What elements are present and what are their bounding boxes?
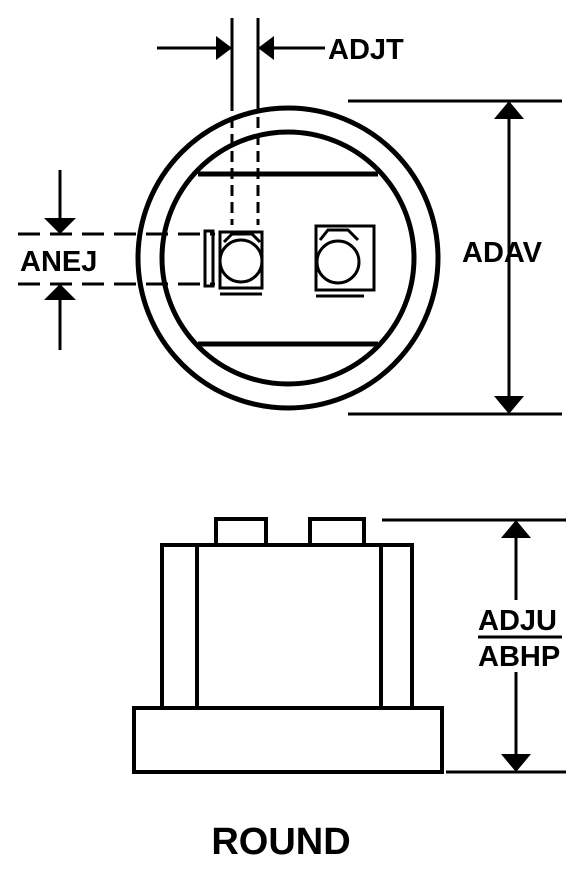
outer-rim	[135, 105, 441, 411]
anej-label: ANEJ	[20, 246, 97, 278]
adjt-label: ADJT	[328, 34, 404, 66]
adju-label: ADJU	[478, 605, 557, 637]
adju-arrow-bottom	[501, 754, 531, 772]
terminal-left	[203, 229, 264, 296]
adav-arrow-bottom	[494, 396, 524, 414]
terminal-stub-right	[308, 517, 366, 547]
adav-arrow-top	[494, 101, 524, 119]
anej-dimension: ANEJ	[18, 170, 215, 350]
can-body	[160, 543, 414, 710]
adjt-arrow-left	[216, 36, 232, 60]
shape-caption: ROUND	[211, 821, 350, 863]
adjt-arrow-right	[258, 36, 274, 60]
anej-arrow-top	[44, 218, 76, 234]
side-view: ADJU ABHP	[132, 517, 566, 774]
terminal-stub-left	[214, 517, 268, 547]
abhp-label: ABHP	[478, 641, 560, 673]
adav-label: ADAV	[462, 237, 543, 269]
top-view: ADJT ANEJ ADAV	[18, 18, 562, 416]
adju-abhp-dimension: ADJU ABHP	[382, 518, 566, 774]
mounting-base	[132, 706, 444, 774]
adjt-dimension: ADJT	[157, 18, 404, 225]
inner-rim	[159, 129, 417, 387]
adav-dimension: ADAV	[348, 99, 562, 416]
adju-arrow-top	[501, 520, 531, 538]
anej-arrow-bottom	[44, 284, 76, 300]
terminal-right	[314, 224, 376, 298]
